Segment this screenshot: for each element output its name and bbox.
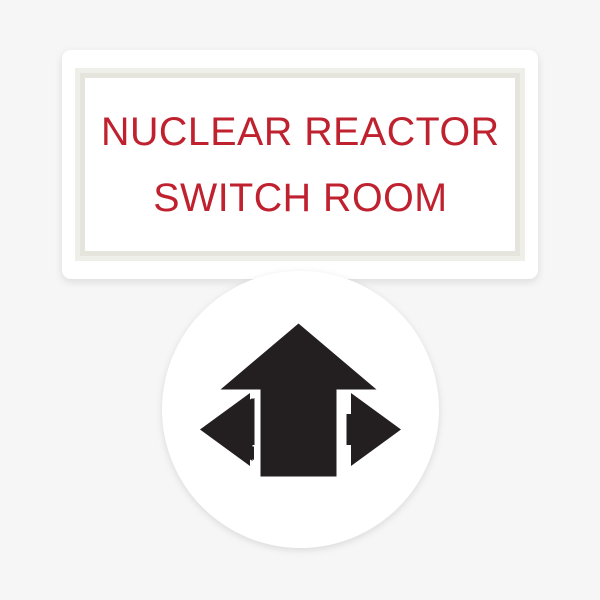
direction-arrow-badge [162,271,439,548]
sign-line-1: NUCLEAR REACTOR [100,109,500,154]
arrow-right-full [346,393,401,466]
arrow-left-full [200,393,255,466]
placard-frame-outer: NUCLEAR REACTOR SWITCH ROOM [75,68,525,261]
placard-text-field: NUCLEAR REACTOR SWITCH ROOM [85,78,515,251]
arrow-up-shape [220,323,377,477]
sign-line-2: SWITCH ROOM [152,175,448,220]
placard-frame-inner: NUCLEAR REACTOR SWITCH ROOM [80,73,520,256]
nuclear-reactor-sign-placard: NUCLEAR REACTOR SWITCH ROOM [62,50,538,279]
three-way-arrow-icon [200,323,401,477]
